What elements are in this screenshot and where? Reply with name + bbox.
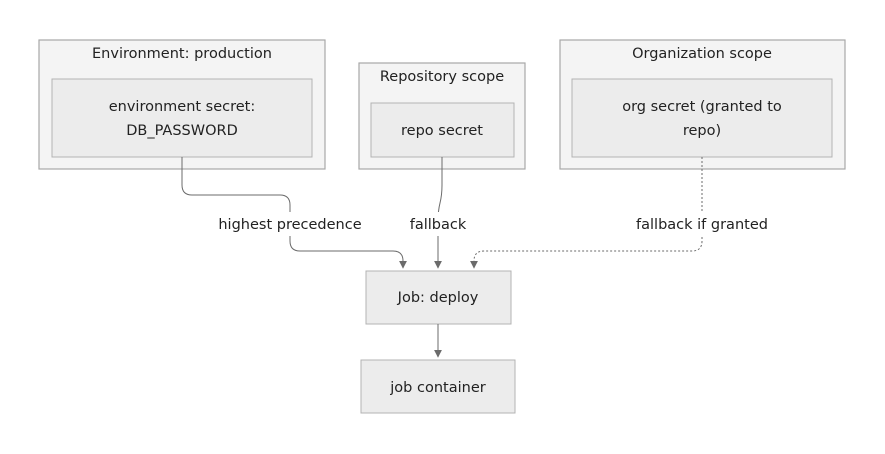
node-repo-secret-label: repo secret: [401, 123, 483, 139]
edge-label-highest-precedence: highest precedence: [216, 212, 364, 236]
edge-label-fallback-bg: [405, 212, 471, 236]
node-job-container-box: [360, 359, 516, 414]
node-repo-secret-box: [370, 102, 515, 158]
node-environment-secret-line1: environment secret:: [109, 99, 256, 115]
cluster-organization-title: Organization scope: [632, 46, 772, 62]
cluster-environment-title: Environment: production: [92, 46, 272, 62]
node-job-deploy-box: [365, 270, 512, 325]
node-job-deploy: Job: deploy: [365, 270, 512, 325]
edge-label-fallback-if-granted-text: fallback if granted: [636, 217, 768, 233]
node-environment-secret-line2: DB_PASSWORD: [126, 123, 238, 139]
edge-label-fallback-text: fallback: [410, 217, 467, 233]
node-job-container-label: job container: [389, 380, 485, 396]
node-org-secret-box: [571, 78, 833, 158]
node-repo-secret: repo secret: [370, 102, 515, 158]
edge-label-fallback-if-granted-bg: [634, 212, 770, 236]
edge-org-to-job: [470, 157, 703, 269]
node-job-container: job container: [360, 359, 516, 414]
node-environment-secret: environment secret: DB_PASSWORD: [51, 78, 313, 158]
node-org-secret-line2: repo): [683, 123, 721, 139]
edge-label-highest-precedence-text: highest precedence: [218, 217, 361, 233]
cluster-repository-title: Repository scope: [380, 69, 504, 85]
edge-label-fallback-if-granted: fallback if granted: [634, 212, 770, 236]
edge-label-fallback: fallback: [405, 212, 471, 236]
edge-label-highest-precedence-bg: [216, 212, 364, 236]
node-org-secret-line1: org secret (granted to: [622, 99, 782, 115]
node-org-secret: org secret (granted to repo): [571, 78, 833, 158]
node-job-deploy-label: Job: deploy: [397, 290, 479, 306]
node-environment-secret-box: [51, 78, 313, 158]
